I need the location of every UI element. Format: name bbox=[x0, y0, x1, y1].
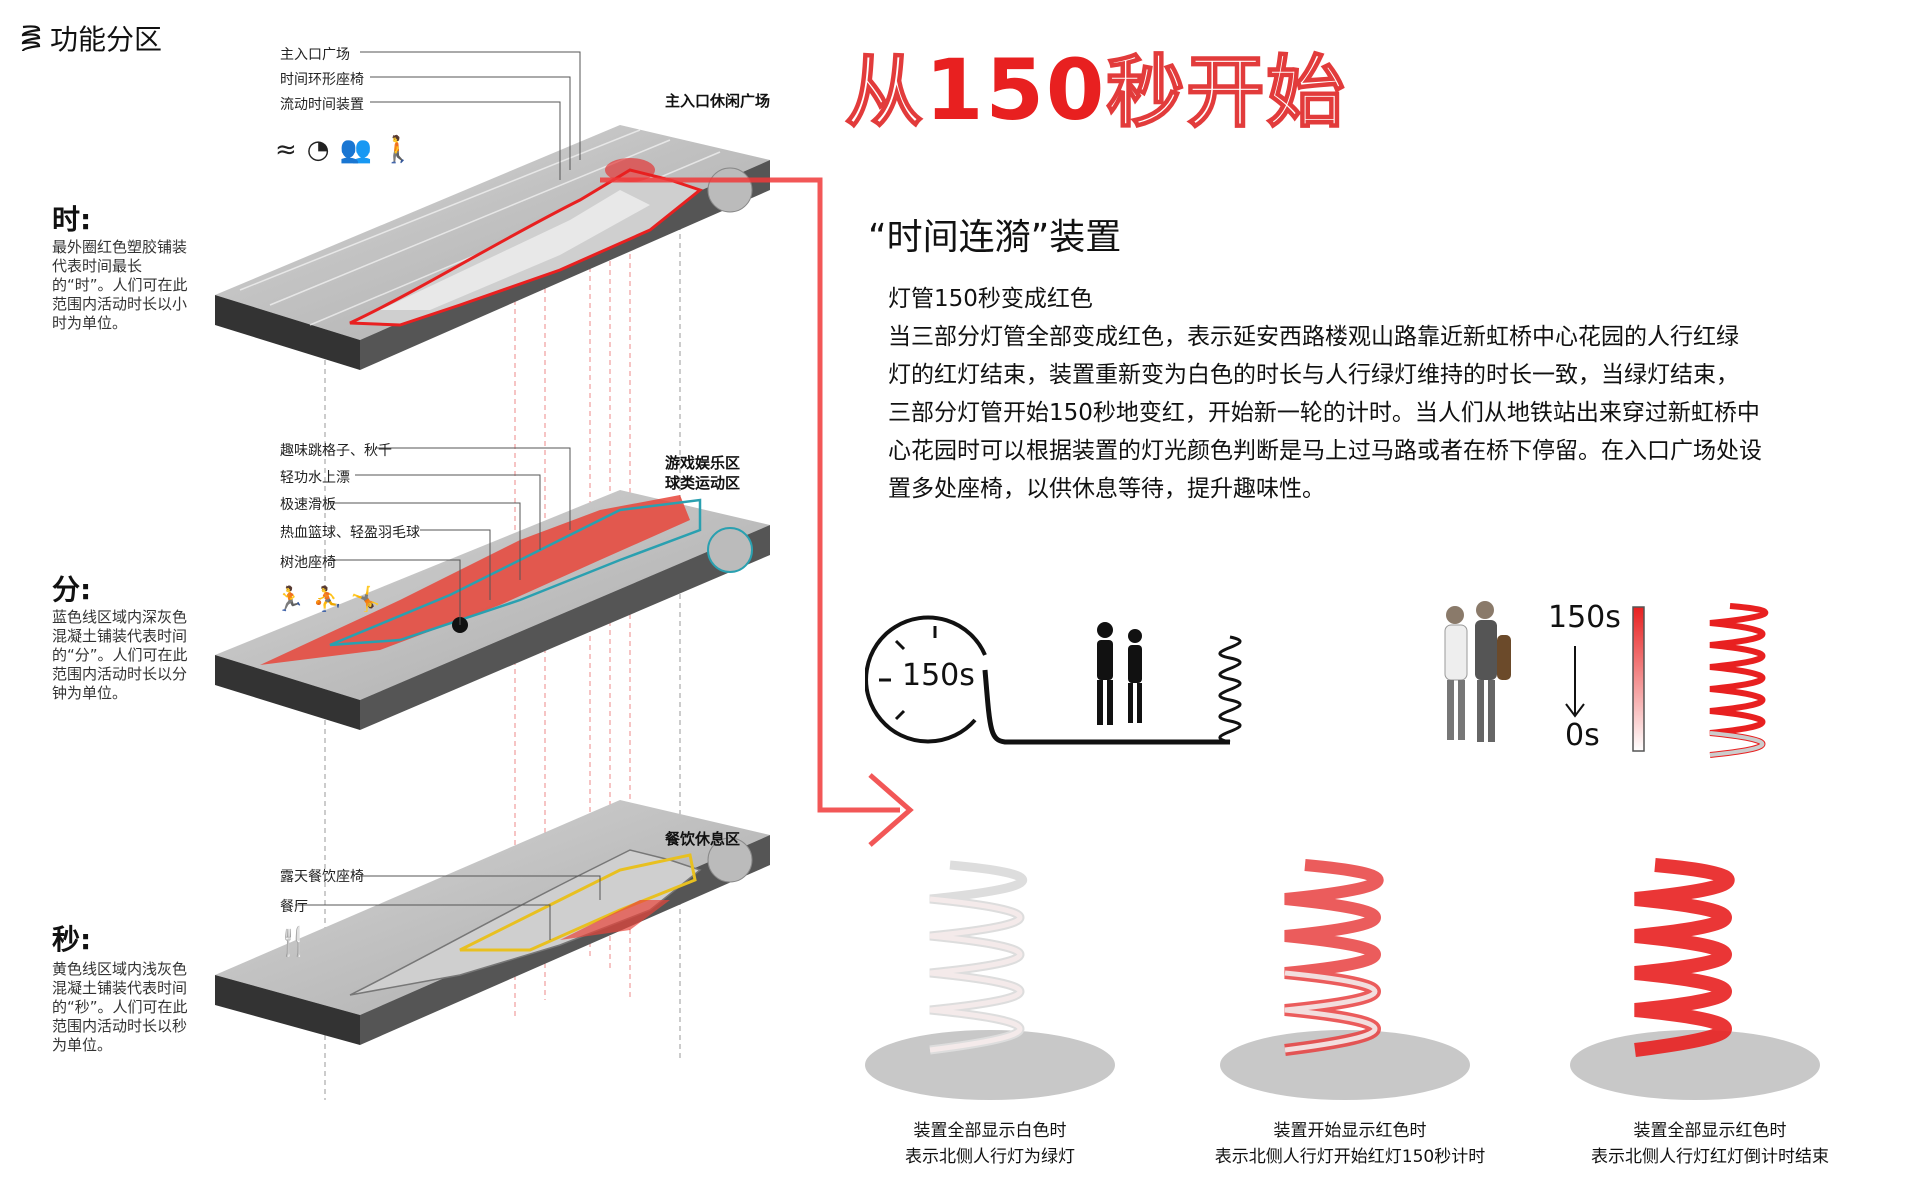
state-reddening bbox=[1220, 859, 1470, 1100]
timer-label: 150s bbox=[902, 658, 975, 693]
paragraph-line: 置多处座椅，以供休息等待，提升趣味性。 bbox=[888, 476, 1325, 502]
callout-main-entrance-plaza: 主入口广场 bbox=[280, 47, 350, 63]
hour-heading: 时: bbox=[52, 203, 92, 236]
state-red bbox=[1570, 858, 1820, 1100]
description-paragraph: 灯管150秒变成红色 当三部分灯管全部变成红色，表示延安西路楼观山路靠近新虹桥中… bbox=[888, 280, 1808, 508]
player-icon: 🤸 bbox=[350, 585, 381, 613]
countdown-gradient-bar bbox=[1632, 606, 1645, 752]
headline-part1: 从 bbox=[844, 47, 926, 139]
caption-line: 装置开始显示红色时 bbox=[1273, 1121, 1427, 1141]
callout-restaurant: 餐厅 bbox=[280, 899, 308, 915]
state-white bbox=[865, 860, 1115, 1100]
caption-line: 表示北侧人行灯开始红灯150秒计时 bbox=[1214, 1147, 1486, 1167]
minute-description: 蓝色线区域内深灰色混凝土铺装代表时间的“分”。人们可在此范围内活动时长以分钟为单… bbox=[52, 608, 188, 702]
section-title: 功能分区 bbox=[20, 18, 162, 58]
callout-outdoor-dining-seat: 露天餐饮座椅 bbox=[280, 869, 364, 885]
callout-hopscotch-swing: 趣味跳格子、秋千 bbox=[280, 443, 392, 459]
countdown-top-label: 150s bbox=[1548, 600, 1621, 635]
walking-icon: 🚶 bbox=[381, 135, 415, 165]
zone-play-line1: 游戏娱乐区 bbox=[665, 454, 741, 472]
stopwatch-icon bbox=[865, 615, 987, 744]
player-icon: 🏃 bbox=[275, 585, 305, 613]
caption-line: 表示北侧人行灯为绿灯 bbox=[905, 1147, 1075, 1167]
countdown-bottom-label: 0s bbox=[1565, 718, 1600, 753]
caption-line: 表示北侧人行灯红灯倒计时结束 bbox=[1591, 1147, 1829, 1167]
paragraph-line: 灯管150秒变成红色 bbox=[888, 286, 1093, 312]
clock-icon: ◔ bbox=[306, 135, 330, 165]
block2-icons: 🏃 ⛹ 🤸 bbox=[275, 585, 381, 613]
headline: 从150秒开始 bbox=[844, 30, 1347, 142]
block-second bbox=[215, 800, 770, 1045]
caption-state-reddening: 装置开始显示红色时 表示北侧人行灯开始红灯150秒计时 bbox=[1180, 1118, 1520, 1170]
callout-water-skip: 轻功水上漂 bbox=[280, 470, 350, 486]
second-description: 黄色线区域内浅灰色混凝土铺装代表时间的“秒”。人们可在此范围内活动时长以秒为单位… bbox=[52, 960, 188, 1054]
minute-heading: 分: bbox=[52, 573, 92, 606]
block1-icons: ≈ ◔ 👥 🚶 bbox=[275, 135, 414, 165]
installation-states bbox=[865, 858, 1820, 1100]
callout-time-ring-seat: 时间环形座椅 bbox=[280, 72, 364, 88]
pedestrians-icon bbox=[1097, 622, 1142, 725]
callout-flowing-time-device: 流动时间装置 bbox=[280, 97, 364, 113]
zone-dining: 餐饮休息区 bbox=[665, 830, 741, 848]
paragraph-line: 当三部分灯管全部变成红色，表示延安西路楼观山路靠近新虹桥中心花园的人行红绿 bbox=[888, 324, 1739, 350]
zone-main-entrance: 主入口休闲广场 bbox=[665, 92, 771, 110]
red-spring-icon bbox=[1709, 603, 1769, 758]
headline-part3: 开始 bbox=[1185, 47, 1347, 139]
callout-basketball-badminton: 热血篮球、轻盈羽毛球 bbox=[280, 525, 420, 541]
cutlery-icon: 🍴 bbox=[276, 925, 311, 958]
headline-part2: 秒 bbox=[1105, 47, 1187, 139]
second-heading: 秒: bbox=[52, 923, 92, 956]
spring-icon: ≈ bbox=[275, 135, 297, 165]
down-arrow-icon bbox=[1565, 646, 1585, 718]
timer-diagram bbox=[865, 615, 1242, 745]
headline-number: 150 bbox=[925, 41, 1107, 139]
caption-line: 装置全部显示红色时 bbox=[1633, 1121, 1787, 1141]
installation-title: “时间连漪”装置 bbox=[868, 217, 1122, 258]
callout-skateboard: 极速滑板 bbox=[280, 497, 336, 513]
paragraph-line: 三部分灯管开始150秒地变红，开始新一轮的计时。当人们从地铁站出来穿过新虹桥中 bbox=[888, 400, 1760, 426]
spring-coil-icon bbox=[1218, 635, 1242, 744]
caption-state-white: 装置全部显示白色时 表示北侧人行灯为绿灯 bbox=[825, 1118, 1155, 1170]
caption-state-red: 装置全部显示红色时 表示北侧人行灯红灯倒计时结束 bbox=[1545, 1118, 1875, 1170]
caption-line: 装置全部显示白色时 bbox=[913, 1121, 1067, 1141]
hour-description: 最外圈红色塑胶铺装代表时间最长的“时”。人们可在此范围内活动时长以小时为单位。 bbox=[52, 238, 188, 332]
zone-play-line2: 球类运动区 bbox=[665, 474, 741, 492]
paragraph-line: 心花园时可以根据装置的灯光颜色判断是马上过马路或者在桥下停留。在入口广场处设 bbox=[888, 438, 1762, 464]
block-minute bbox=[215, 490, 770, 730]
section-title-text: 功能分区 bbox=[50, 23, 163, 56]
walking-couple-photo bbox=[1444, 601, 1511, 742]
people-icon: 👥 bbox=[339, 135, 372, 165]
flow-arrow bbox=[600, 177, 914, 847]
player-icon: ⛹ bbox=[312, 585, 343, 613]
spring-icon bbox=[21, 25, 41, 52]
callout-tree-pool-seat: 树池座椅 bbox=[280, 555, 336, 571]
paragraph-line: 灯的红灯结束，装置重新变为白色的时长与人行绿灯维持的时长一致，当绿灯结束， bbox=[888, 362, 1739, 388]
